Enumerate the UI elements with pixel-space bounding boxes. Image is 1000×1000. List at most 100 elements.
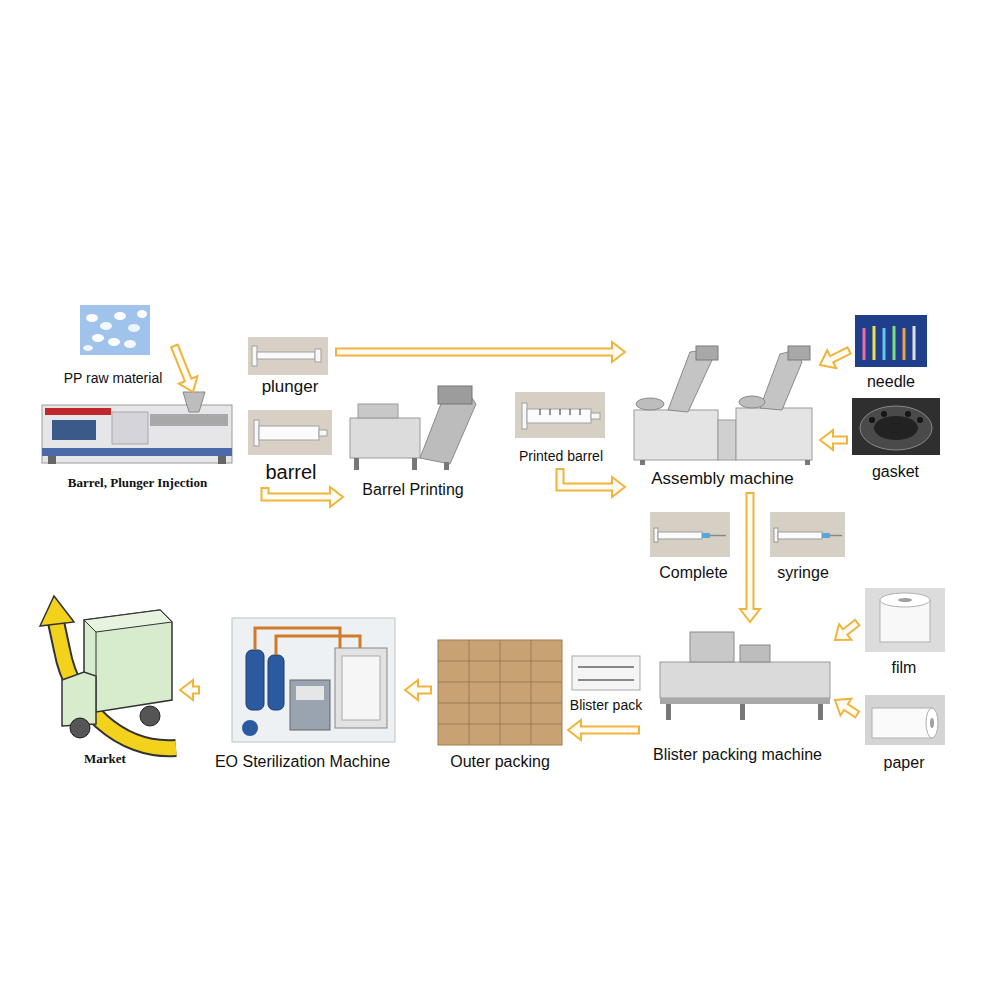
process-step: PP raw material — [52, 300, 174, 390]
market-truck-part — [84, 610, 172, 712]
barrel-photo — [248, 410, 332, 455]
photo-label: syringe — [758, 563, 848, 582]
blister-pack-photo-part — [578, 666, 634, 668]
pellet-photo-part — [108, 338, 120, 346]
gasket-photo-part — [881, 411, 887, 417]
needle-photo-part — [873, 326, 876, 360]
process-step: Outer packing — [432, 636, 568, 774]
injection-machine-part — [42, 405, 232, 463]
blister-machine-part — [666, 704, 671, 720]
pellet-photo-part — [80, 305, 150, 355]
gasket-photo — [852, 398, 940, 455]
assembly-machine — [634, 346, 812, 465]
plunger-photo-part — [252, 346, 257, 366]
film-roll-photo-part — [865, 588, 945, 652]
arrow-fill — [829, 351, 848, 361]
injection-machine-part — [150, 414, 228, 426]
blister-pack-photo — [572, 656, 640, 690]
arrow-fill — [843, 705, 856, 713]
market-truck-part — [84, 610, 172, 632]
step-caption: Barrel, Plunger Injection — [68, 475, 207, 491]
printing-machine-part — [438, 386, 472, 404]
syringe-photo-part — [654, 528, 658, 542]
paper-roll-photo-part — [930, 718, 934, 728]
process-step: paper — [858, 690, 950, 775]
assembly-machine-part — [718, 420, 736, 460]
market-truck-part — [40, 596, 74, 626]
printed-barrel-photo — [515, 392, 605, 438]
flow-arrow — [568, 720, 640, 740]
process-step: EO Sterilization Machine — [200, 612, 405, 774]
barrel-photo-part — [248, 410, 332, 455]
step-caption: film — [892, 658, 917, 677]
process-step: film — [858, 585, 950, 680]
assembly-machine-part — [736, 408, 812, 460]
film-roll-photo-part — [880, 593, 930, 607]
pellet-photo-part — [128, 324, 140, 332]
flow-arrow — [174, 345, 197, 392]
process-step: gasket — [848, 396, 943, 484]
printed-barrel-photo-part — [515, 392, 605, 438]
printing-machine-part — [354, 458, 359, 470]
process-step: Barrel, Plunger Injection — [35, 392, 240, 494]
step-caption: Outer packing — [450, 752, 550, 771]
sterilizer-part — [296, 686, 324, 700]
injection-machine-part — [52, 420, 96, 440]
syringe-photo-part — [770, 512, 845, 557]
market-truck-part — [140, 706, 160, 726]
needle-photo-part — [913, 326, 916, 360]
arrow-fill — [415, 688, 430, 693]
assembly-machine-part — [788, 346, 810, 360]
paper-roll-photo-part — [926, 708, 938, 738]
flow-arrow — [835, 622, 858, 640]
sterilizer-part — [335, 648, 387, 728]
printed-barrel-photo-part — [560, 409, 561, 415]
printed-barrel-photo-part — [522, 403, 527, 429]
market-truck-part — [70, 718, 90, 738]
pellet-photo-part — [83, 345, 93, 351]
syringe-photo-part — [822, 533, 830, 538]
sterilizer-part — [232, 618, 395, 742]
printed-barrel-photo-part — [527, 409, 591, 423]
process-step: barrel — [245, 407, 337, 487]
printing-machine-part — [350, 418, 420, 458]
step-caption: Barrel Printing — [362, 480, 463, 499]
injection-machine-part — [183, 392, 205, 412]
step-caption: gasket — [872, 462, 919, 481]
photo-label: Blister pack — [568, 697, 644, 714]
sterilizer-part — [276, 636, 360, 655]
step-caption: PP raw material — [64, 370, 163, 387]
sterilizer-part — [242, 720, 258, 736]
plunger-photo — [248, 337, 328, 375]
step-caption: needle — [867, 372, 915, 391]
process-step: Barrel Printing — [343, 380, 483, 502]
film-roll-photo — [865, 588, 945, 652]
syringe-photo-part — [650, 512, 730, 557]
blister-pack-photo-part — [572, 656, 640, 690]
pellet-photo — [80, 305, 150, 355]
blister-machine-part — [740, 704, 745, 720]
arrow-fill — [748, 494, 753, 612]
printing-machine-part — [358, 404, 398, 418]
pellet-photo-part — [86, 314, 98, 322]
step-caption: plunger — [262, 377, 319, 397]
carton-stack-part — [531, 640, 532, 745]
needle-photo-part — [863, 328, 866, 360]
plunger-photo-part — [315, 349, 321, 362]
arrow-fill — [560, 470, 615, 487]
syringe-photo-part — [778, 532, 822, 539]
sterilizer — [232, 618, 395, 742]
pellet-photo-part — [137, 310, 147, 318]
paper-roll-photo-part — [872, 708, 932, 738]
step-caption: Market — [84, 751, 126, 767]
injection-machine-part — [42, 448, 232, 456]
step-caption: paper — [884, 753, 925, 772]
arrow-fill — [830, 438, 846, 443]
film-roll-photo-part — [898, 598, 912, 602]
plunger-photo-part — [257, 352, 315, 359]
gasket-photo-part — [869, 417, 875, 423]
sterilizer-part — [290, 680, 330, 730]
syringe-photo-part — [710, 535, 726, 537]
